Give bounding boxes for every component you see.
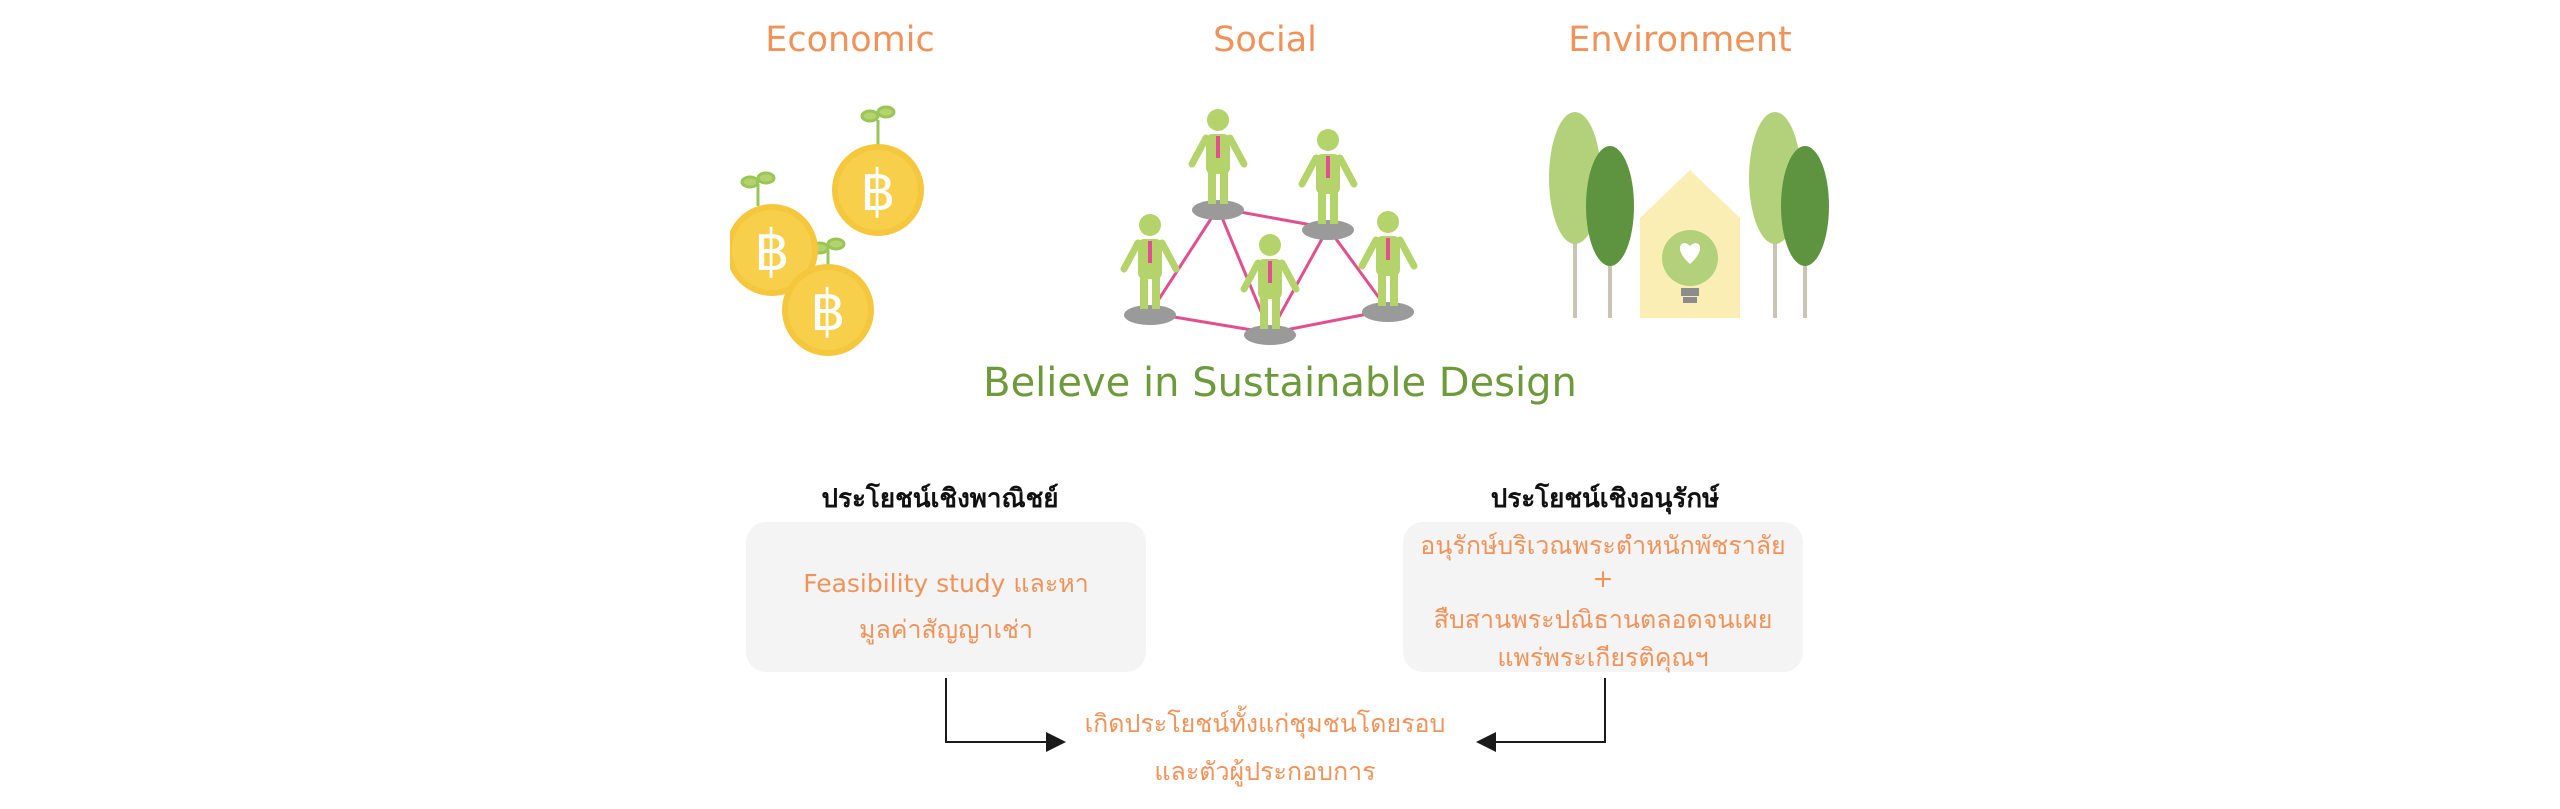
people-network-icon	[1120, 109, 1418, 345]
heading-conservation-benefit: ประโยชน์เชิงอนุรักษ์	[1490, 484, 1720, 514]
heading-commercial-benefit: ประโยชน์เชิงพาณิชย์	[821, 484, 1059, 514]
conservation-plus: +	[1592, 564, 1614, 593]
trees-house-bulb-icon	[1549, 112, 1829, 318]
outcome-line-1: เกิดประโยชน์ทั้งแก่ชุมชนโดยรอบ	[1084, 709, 1446, 738]
conservation-line-1: อนุรักษ์บริเวณพระตำหนักพัชราลัย	[1420, 531, 1786, 560]
conservation-line-2: สืบสานพระปณิธานตลอดจนเผย	[1433, 605, 1773, 634]
commercial-benefit-card: Feasibility study และหา มูลค่าสัญญาเช่า	[746, 522, 1146, 672]
svg-text:฿: ฿	[754, 219, 790, 284]
commercial-line-1: Feasibility study และหา	[803, 569, 1089, 598]
pillar-title-social: Social	[1213, 20, 1317, 60]
conservation-benefit-card: อนุรักษ์บริเวณพระตำหนักพัชราลัย + สืบสาน…	[1403, 522, 1803, 672]
pillar-title-environment: Environment	[1568, 20, 1792, 60]
outcome-line-2: และตัวผู้ประกอบการ	[1154, 757, 1376, 786]
pillar-title-economic: Economic	[765, 20, 935, 60]
shared-outcome: เกิดประโยชน์ทั้งแก่ชุมชนโดยรอบ และตัวผู้…	[1080, 700, 1450, 796]
right-arrow	[1476, 678, 1606, 752]
commercial-line-2: มูลค่าสัญญาเช่า	[858, 615, 1033, 644]
headline: Believe in Sustainable Design	[983, 360, 1577, 406]
left-arrow	[945, 678, 1066, 752]
svg-text:฿: ฿	[860, 159, 896, 224]
conservation-line-3: แพร่พระเกียรติคุณฯ	[1497, 643, 1709, 672]
svg-text:฿: ฿	[810, 279, 846, 344]
baht-coin-sprout-icon: ฿ ฿ ฿	[730, 105, 924, 356]
